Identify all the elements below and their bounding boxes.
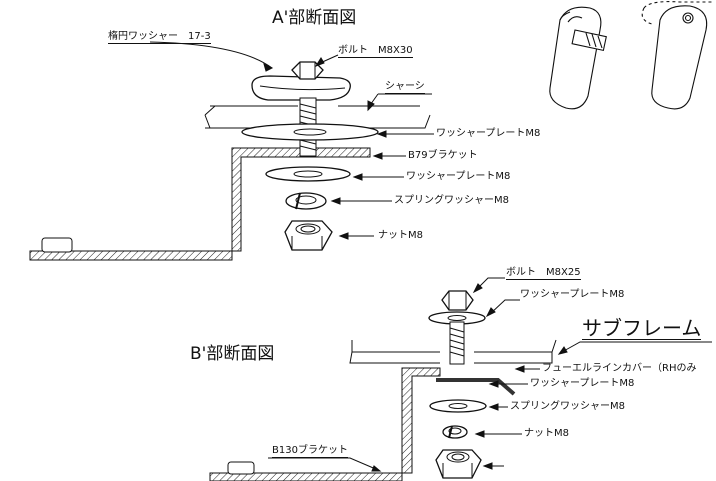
- section-a-drawing: [29, 41, 434, 261]
- nut-b: [435, 449, 482, 479]
- perspective-sketches: [549, 1, 712, 110]
- subframe-title: サブフレーム: [582, 316, 702, 340]
- bolt-b-label: ボルト M8X25: [506, 267, 581, 280]
- bolt-shank-b: [449, 321, 465, 365]
- spring-washer-label: スプリングワッシャーM8: [394, 195, 509, 206]
- oval-washer-label: 楕円ワッシャー 17-3: [108, 31, 211, 44]
- fuel-line-cover-label: フューエルラインカバー（RHのみ: [542, 363, 697, 374]
- nut: [284, 220, 333, 251]
- washer-plate-upper-label: ワッシャープレートM8: [436, 128, 541, 139]
- bracket-b79-label: B79ブラケット: [408, 150, 478, 161]
- section-b-drawing: [209, 277, 712, 481]
- washer-plate-upper: [241, 123, 379, 141]
- subframe-channel: [349, 339, 557, 364]
- washer-plate-lower-label: ワッシャープレートM8: [406, 171, 511, 182]
- spring-washer-b: [442, 425, 468, 439]
- spring-washer-b-label: スプリングワッシャーM8: [510, 401, 625, 412]
- section-a-leaders: [149, 41, 434, 240]
- washer-plate-lower-b-label: ワッシャープレートM8: [530, 378, 635, 389]
- section-b-leaders: [268, 277, 712, 472]
- section-a-title: A'部断面図: [272, 8, 357, 28]
- washer-plate-lower-b: [429, 399, 487, 413]
- chassis-label: シャーシ: [385, 81, 425, 94]
- bracket-b130-label: B130ブラケット: [272, 445, 348, 458]
- washer-plate-upper-b-label: ワッシャープレートM8: [520, 289, 625, 300]
- section-b-title: B'部断面図: [190, 344, 275, 364]
- bracket-b79: [29, 147, 371, 261]
- washer-plate-lower: [265, 166, 351, 182]
- oval-washer: [251, 75, 351, 101]
- bracket-b130: [209, 367, 441, 481]
- bolt-head: [291, 61, 324, 80]
- bracket-with-bolt-sketch: [549, 6, 607, 110]
- fuel-line-cover: [436, 378, 516, 396]
- nut-label: ナットM8: [378, 230, 423, 241]
- spring-washer: [285, 192, 327, 210]
- bracket-hole-sketch: [641, 1, 712, 110]
- bolt-head-b: [441, 290, 474, 311]
- nut-b-label: ナットM8: [524, 428, 569, 439]
- bolt-label: ボルト M8X30: [338, 45, 413, 58]
